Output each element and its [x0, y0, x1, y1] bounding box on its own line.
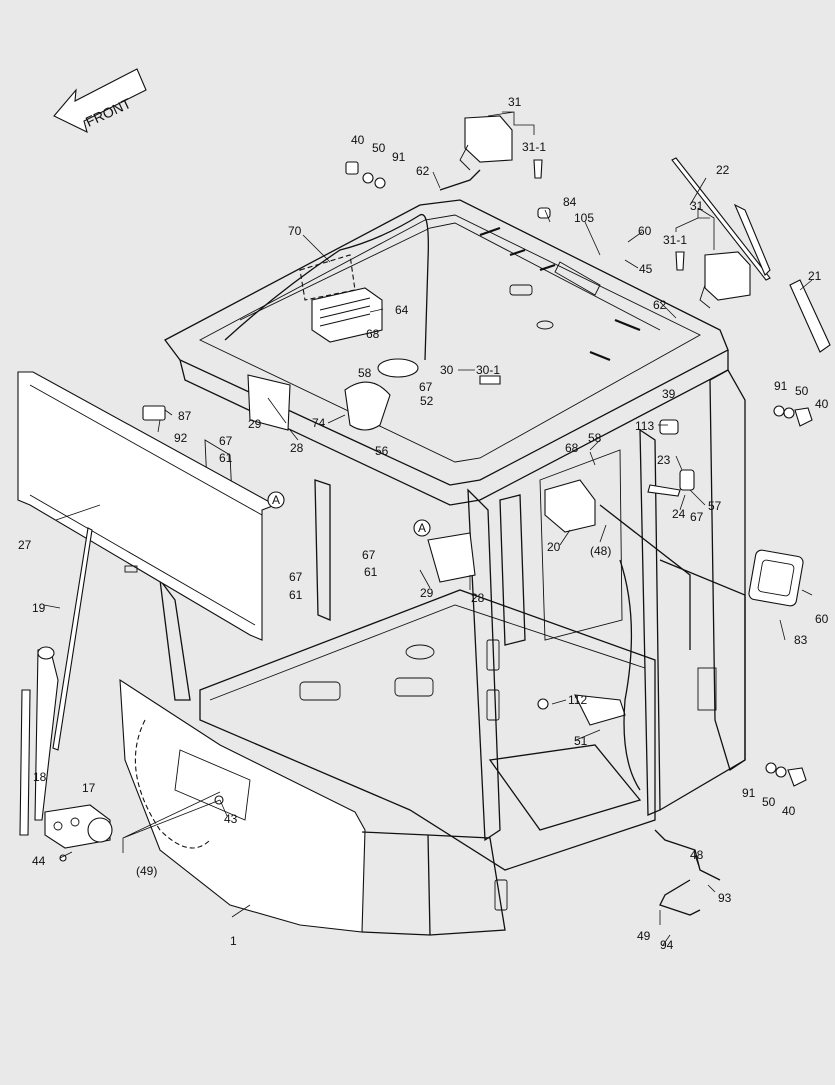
label-28a: 28	[290, 441, 304, 455]
label-67a: 67	[419, 380, 433, 394]
label-51: 51	[574, 734, 588, 748]
label-27: 27	[18, 538, 32, 552]
front-wiper	[19, 527, 93, 836]
leader-lines	[43, 111, 813, 946]
label-56: 56	[375, 444, 389, 458]
label-91c: 91	[742, 786, 756, 800]
label-30: 30	[440, 363, 454, 377]
mirror-right	[427, 532, 476, 583]
label-61a: 61	[219, 451, 233, 465]
label-67e: 67	[690, 510, 704, 524]
part-labels: 1 17 18 19 20 21 22 23 24 27 28 28 29 29…	[18, 95, 829, 952]
label-84: 84	[563, 195, 577, 209]
label-105: 105	[574, 211, 594, 225]
label-20: 20	[547, 540, 561, 554]
label-49b: 49	[637, 929, 651, 943]
label-93: 93	[718, 891, 732, 905]
label-92: 92	[174, 431, 188, 445]
label-40b: 40	[815, 397, 829, 411]
label-67b: 67	[219, 434, 233, 448]
work-lamp-front	[459, 115, 513, 171]
label-49a: (49)	[136, 864, 157, 878]
label-94: 94	[660, 938, 674, 952]
wiper-motor	[44, 804, 113, 849]
work-lamp-rear	[699, 251, 751, 309]
cab-rear-panel	[659, 549, 804, 811]
label-74: 74	[312, 416, 326, 430]
label-29a: 29	[248, 417, 262, 431]
label-30-1: 30-1	[476, 363, 500, 377]
label-62a: 62	[416, 164, 430, 178]
label-91b: 91	[774, 379, 788, 393]
label-58a: 58	[358, 366, 372, 380]
label-31b: 31	[690, 199, 704, 213]
callout-a-1-label: A	[272, 493, 280, 507]
lamp-bulbs	[479, 159, 685, 385]
label-24: 24	[672, 507, 686, 521]
cab-roof	[164, 199, 729, 506]
rear-wiper	[671, 157, 831, 353]
label-50c: 50	[762, 795, 776, 809]
label-50a: 50	[372, 141, 386, 155]
label-45: 45	[639, 262, 653, 276]
radio-unit	[299, 254, 383, 343]
label-112: 112	[568, 693, 587, 707]
label-68a: 68	[366, 327, 380, 341]
mirror-left	[247, 374, 291, 431]
label-40a: 40	[351, 133, 365, 147]
label-40c: 40	[782, 804, 796, 818]
label-61b: 61	[289, 588, 303, 602]
label-43: 43	[224, 812, 238, 826]
label-91a: 91	[392, 150, 406, 164]
label-31a: 31	[508, 95, 522, 109]
label-62b: 62	[653, 298, 667, 312]
label-70: 70	[288, 224, 302, 238]
front-arrow: FRONT	[53, 68, 147, 134]
label-39: 39	[662, 387, 676, 401]
label-58b: 58	[588, 431, 602, 445]
dome-lamp	[344, 358, 419, 431]
label-61c: 61	[364, 565, 378, 579]
label-23: 23	[657, 453, 671, 467]
sun-visor	[17, 371, 277, 641]
label-68b: 68	[565, 441, 579, 455]
wiring-harness	[224, 169, 721, 916]
label-50b: 50	[795, 384, 809, 398]
label-67d: 67	[362, 548, 376, 562]
label-17: 17	[82, 781, 96, 795]
label-64: 64	[395, 303, 409, 317]
label-29b: 29	[420, 586, 434, 600]
relay-blocks	[544, 419, 695, 726]
label-48b: 48	[690, 848, 704, 862]
label-21: 21	[808, 269, 822, 283]
label-31-1b: 31-1	[663, 233, 687, 247]
label-67c: 67	[289, 570, 303, 584]
label-113: 113	[635, 419, 654, 433]
callout-a-2: A	[413, 519, 431, 537]
label-60b: 60	[815, 612, 829, 626]
label-28b: 28	[471, 591, 485, 605]
label-87: 87	[178, 409, 192, 423]
label-22: 22	[716, 163, 730, 177]
cab-floor	[199, 589, 656, 871]
label-18: 18	[33, 770, 47, 784]
callout-a-2-label: A	[418, 521, 426, 535]
label-19: 19	[32, 601, 46, 615]
label-83: 83	[794, 633, 808, 647]
label-48a: (48)	[590, 544, 611, 558]
label-44: 44	[32, 854, 46, 868]
hardware	[59, 161, 813, 862]
label-1: 1	[230, 934, 237, 948]
label-57: 57	[708, 499, 722, 513]
label-52: 52	[420, 394, 434, 408]
callout-a-1: A	[267, 491, 285, 509]
label-60a: 60	[638, 224, 652, 238]
cab-front-shell	[119, 678, 506, 936]
label-31-1a: 31-1	[522, 140, 546, 154]
